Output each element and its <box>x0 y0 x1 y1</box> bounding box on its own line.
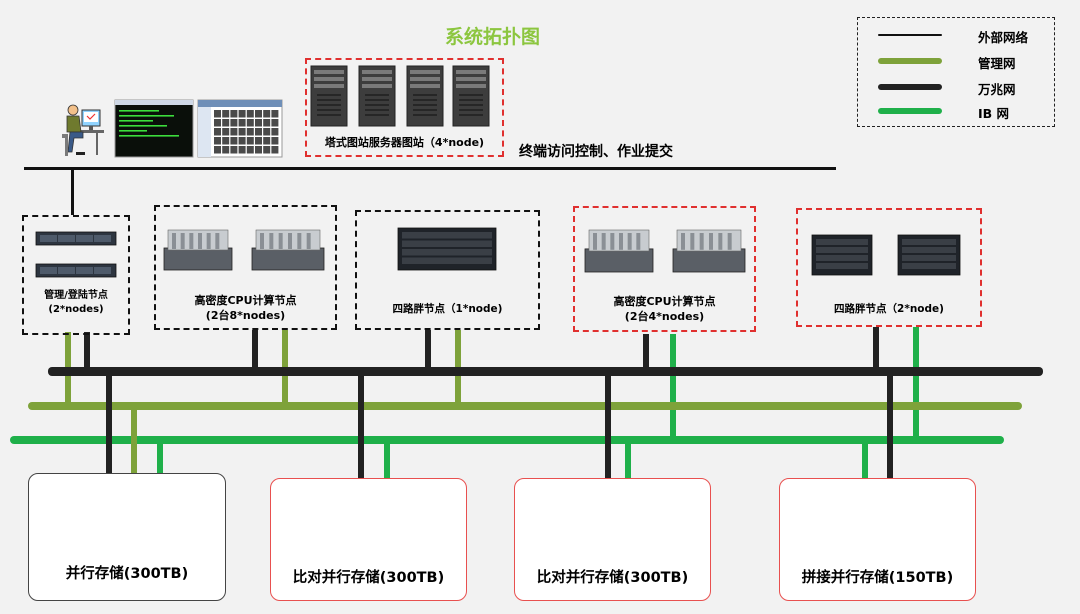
tower-server-icon <box>358 65 396 127</box>
mgmt-backbone <box>28 402 1022 410</box>
web-console-image <box>197 99 283 158</box>
external-drop-mgmt <box>71 168 74 215</box>
ib-backbone <box>10 436 1004 444</box>
legend-line-external <box>878 34 942 36</box>
node-label-line1: 管理/登陆节点 <box>44 290 108 301</box>
legend-line-ib <box>878 108 942 114</box>
storage-drops <box>106 372 893 478</box>
legend-label-10g: 万兆网 <box>978 82 1016 97</box>
storage-label: 拼接并行存储(150TB) <box>801 570 954 586</box>
legend-label-mgmt: 管理网 <box>978 56 1016 71</box>
legend-line-10g <box>878 84 942 90</box>
hd-cpu-node-box-1: 高密度CPU计算节点 (2台8*nodes) <box>154 205 337 330</box>
tower-servers <box>310 65 490 127</box>
external-network-bar <box>24 167 836 170</box>
rack-servers <box>35 227 961 278</box>
node-label-line1: 高密度CPU计算节点 <box>613 295 716 308</box>
mgmt-login-node-box: 管理/登陆节点 (2*nodes) <box>22 215 130 335</box>
legend-line-mgmt <box>878 58 942 64</box>
terminal-screen-image <box>114 99 194 158</box>
fat-node-box-1: 四路胖节点（1*node) <box>355 210 540 330</box>
rack-server-icon <box>584 229 654 273</box>
storage-label: 比对并行存储(300TB) <box>536 570 689 586</box>
fat-node-box-2: 四路胖节点（2*node) <box>796 208 982 327</box>
tower-server-icon <box>452 65 490 127</box>
storage-box-1: 并行存储(300TB) <box>28 473 226 601</box>
storage-label: 比对并行存储(300TB) <box>292 570 445 586</box>
tower-station-label: 塔式图站服务器图站（4*node) <box>324 136 485 149</box>
node-label-line1: 四路胖节点（1*node) <box>392 303 503 315</box>
storage-box-2: 比对并行存储(300TB) <box>270 478 467 601</box>
hd-cpu-node-box-2: 高密度CPU计算节点 (2台4*nodes) <box>573 206 756 332</box>
rack-server-icon <box>397 227 497 271</box>
rack-server-icon <box>35 263 117 278</box>
storage-label: 并行存储(300TB) <box>65 566 189 582</box>
node-label-line2: (2*nodes) <box>48 304 104 315</box>
user-at-desk-icon <box>62 104 104 156</box>
node-drops <box>65 327 919 440</box>
legend: 外部网络 管理网 万兆网 IB 网 <box>857 17 1055 127</box>
tenG-backbone <box>48 367 1043 376</box>
tower-server-icon <box>310 65 348 127</box>
rack-server-icon <box>672 229 746 273</box>
node-label-line2: (2台4*nodes) <box>624 310 705 323</box>
rack-server-icon <box>811 234 873 276</box>
rack-server-icon <box>35 231 117 246</box>
legend-label-ib: IB 网 <box>978 106 1010 121</box>
diagram-title: 系统拓扑图 <box>445 26 541 48</box>
node-label-line2: (2台8*nodes) <box>205 309 286 322</box>
tower-server-icon <box>406 65 444 127</box>
rack-server-icon <box>897 234 961 276</box>
storage-box-4: 拼接并行存储(150TB) <box>779 478 976 601</box>
tower-station-box: 塔式图站服务器图站（4*node) <box>305 58 504 157</box>
legend-label-external: 外部网络 <box>978 30 1029 45</box>
terminal-access-label: 终端访问控制、作业提交 <box>519 144 673 160</box>
node-label-line1: 四路胖节点（2*node) <box>834 303 944 315</box>
node-label-line1: 高密度CPU计算节点 <box>194 294 297 307</box>
rack-server-icon <box>163 229 233 271</box>
storage-box-3: 比对并行存储(300TB) <box>514 478 711 601</box>
rack-server-icon <box>251 229 325 271</box>
